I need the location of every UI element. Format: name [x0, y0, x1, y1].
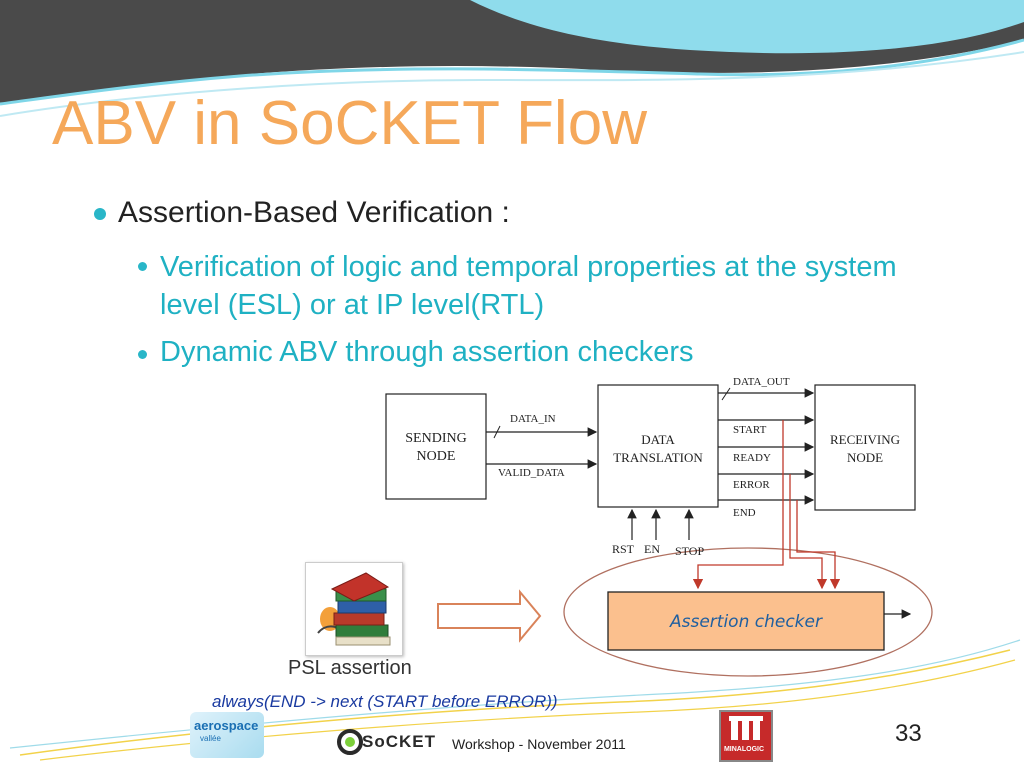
- sending-node-label: SENDING NODE: [405, 431, 467, 464]
- header-wave: [0, 0, 1024, 117]
- aerospace-logo: [190, 712, 264, 758]
- bullet-dot-l2-a: [138, 262, 147, 271]
- signal-start: START: [733, 424, 767, 436]
- receiving-node-label: RECEIVING NODE: [829, 432, 901, 465]
- checker-ellipse: [563, 547, 933, 677]
- translation-label: DATA TRANSLATION: [613, 432, 703, 465]
- signal-error: ERROR: [733, 479, 770, 491]
- sending-node-box: [385, 393, 487, 500]
- control-en: EN: [644, 542, 660, 556]
- signal-end: END: [733, 507, 756, 519]
- bullet-dot-l2-b: [138, 350, 147, 359]
- minalogic-logo: [719, 710, 773, 762]
- psl-formula: always(END -> next (START before ERROR)): [212, 692, 558, 711]
- socket-logo-icon: [337, 729, 363, 755]
- page-number: 33: [895, 720, 922, 747]
- bullet-level1: Assertion-Based Verification :: [118, 196, 510, 229]
- control-stop: STOP: [675, 544, 705, 558]
- footer-text: Workshop - November 2011: [452, 736, 626, 752]
- books-icon: [305, 562, 403, 656]
- assertion-checker-label: Assertion checker: [670, 612, 822, 632]
- receiving-node-box: [814, 384, 916, 511]
- control-rst: RST: [612, 542, 635, 556]
- assertion-checker-box: [607, 591, 885, 651]
- aerospace-logo-text: aerospace: [194, 718, 259, 733]
- bullet-level2-a: Verification of logic and temporal prope…: [160, 251, 897, 321]
- bullet-level2-b: Dynamic ABV through assertion checkers: [160, 336, 694, 368]
- big-arrow-icon: [437, 589, 542, 643]
- slide-title: ABV in SoCKET Flow: [52, 89, 647, 158]
- minalogic-logo-text: MINALOGIC: [723, 746, 765, 753]
- signal-data-in: DATA_IN: [510, 413, 556, 425]
- bullet-dot-l1: [94, 208, 106, 220]
- signal-data-out: DATA_OUT: [733, 376, 790, 388]
- signal-ready: READY: [733, 452, 771, 464]
- psl-assertion-label: PSL assertion: [288, 657, 412, 679]
- translation-box: [597, 384, 719, 508]
- socket-logo-text: SoCKET: [362, 732, 436, 751]
- signal-valid-data: VALID_DATA: [498, 467, 565, 479]
- aerospace-logo-subtext: vallée: [200, 734, 221, 743]
